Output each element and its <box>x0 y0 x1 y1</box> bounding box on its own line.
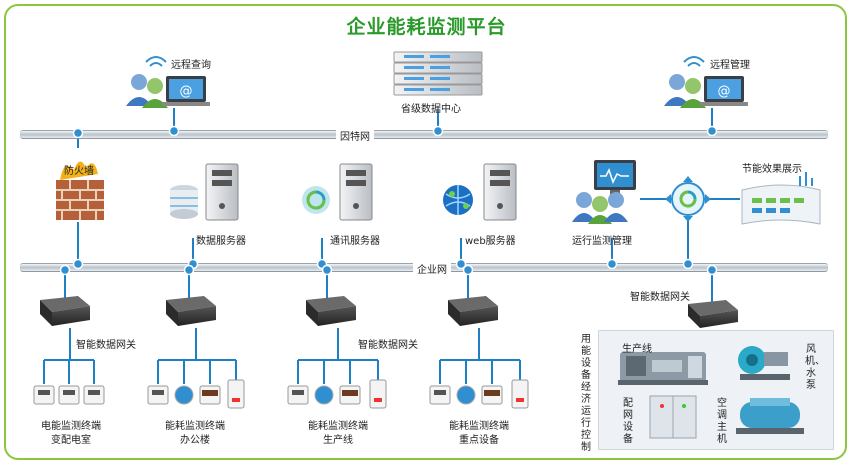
prod-line-label: 生产线 <box>622 344 652 355</box>
terminal-label-4b: 重点设备 <box>459 435 499 446</box>
terminal-label-1b: 变配电室 <box>51 435 91 446</box>
ac-host-label: 空调主机 <box>717 398 727 445</box>
terminal-label-2b: 办公楼 <box>180 435 210 446</box>
ops-monitor-label: 运行监测管理 <box>572 236 632 247</box>
remote-query-label: 远程查询 <box>171 60 211 71</box>
gateway-label-2: 智能数据网关 <box>358 340 418 351</box>
terminal-label-3a: 能耗监测终端 <box>308 421 368 432</box>
internet-bus-label: 因特网 <box>336 128 374 143</box>
enterprise-bus-label: 企业网 <box>413 261 451 276</box>
data-server-label: 数据服务器 <box>196 236 246 247</box>
web-server-label: web服务器 <box>465 236 516 247</box>
equipment-side-label: 用能设备经济运行控制 <box>581 334 591 453</box>
internet-bus <box>20 130 828 139</box>
diagram-title: 企业能耗监测平台 <box>346 16 507 38</box>
firewall-label: 防火墙 <box>64 166 94 177</box>
terminal-label-4a: 能耗监测终端 <box>449 421 509 432</box>
svg-text:@: @ <box>718 84 731 99</box>
gateway-label-1: 智能数据网关 <box>76 340 136 351</box>
energy-show-label: 节能效果展示 <box>742 164 802 175</box>
comm-server-label: 通讯服务器 <box>330 236 380 247</box>
terminal-label-1a: 电能监测终端 <box>41 421 101 432</box>
fan-pump-label: 风机、水泵 <box>805 344 825 391</box>
diagram-frame <box>4 4 847 460</box>
gateway-label-3: 智能数据网关 <box>630 292 690 303</box>
provincial-center-label: 省级数据中心 <box>401 104 461 115</box>
terminal-label-3b: 生产线 <box>323 435 353 446</box>
svg-text:@: @ <box>180 84 193 99</box>
remote-manage-label: 远程管理 <box>710 60 750 71</box>
terminal-label-2a: 能耗监测终端 <box>165 421 225 432</box>
dist-equip-label: 配网设备 <box>623 398 633 445</box>
